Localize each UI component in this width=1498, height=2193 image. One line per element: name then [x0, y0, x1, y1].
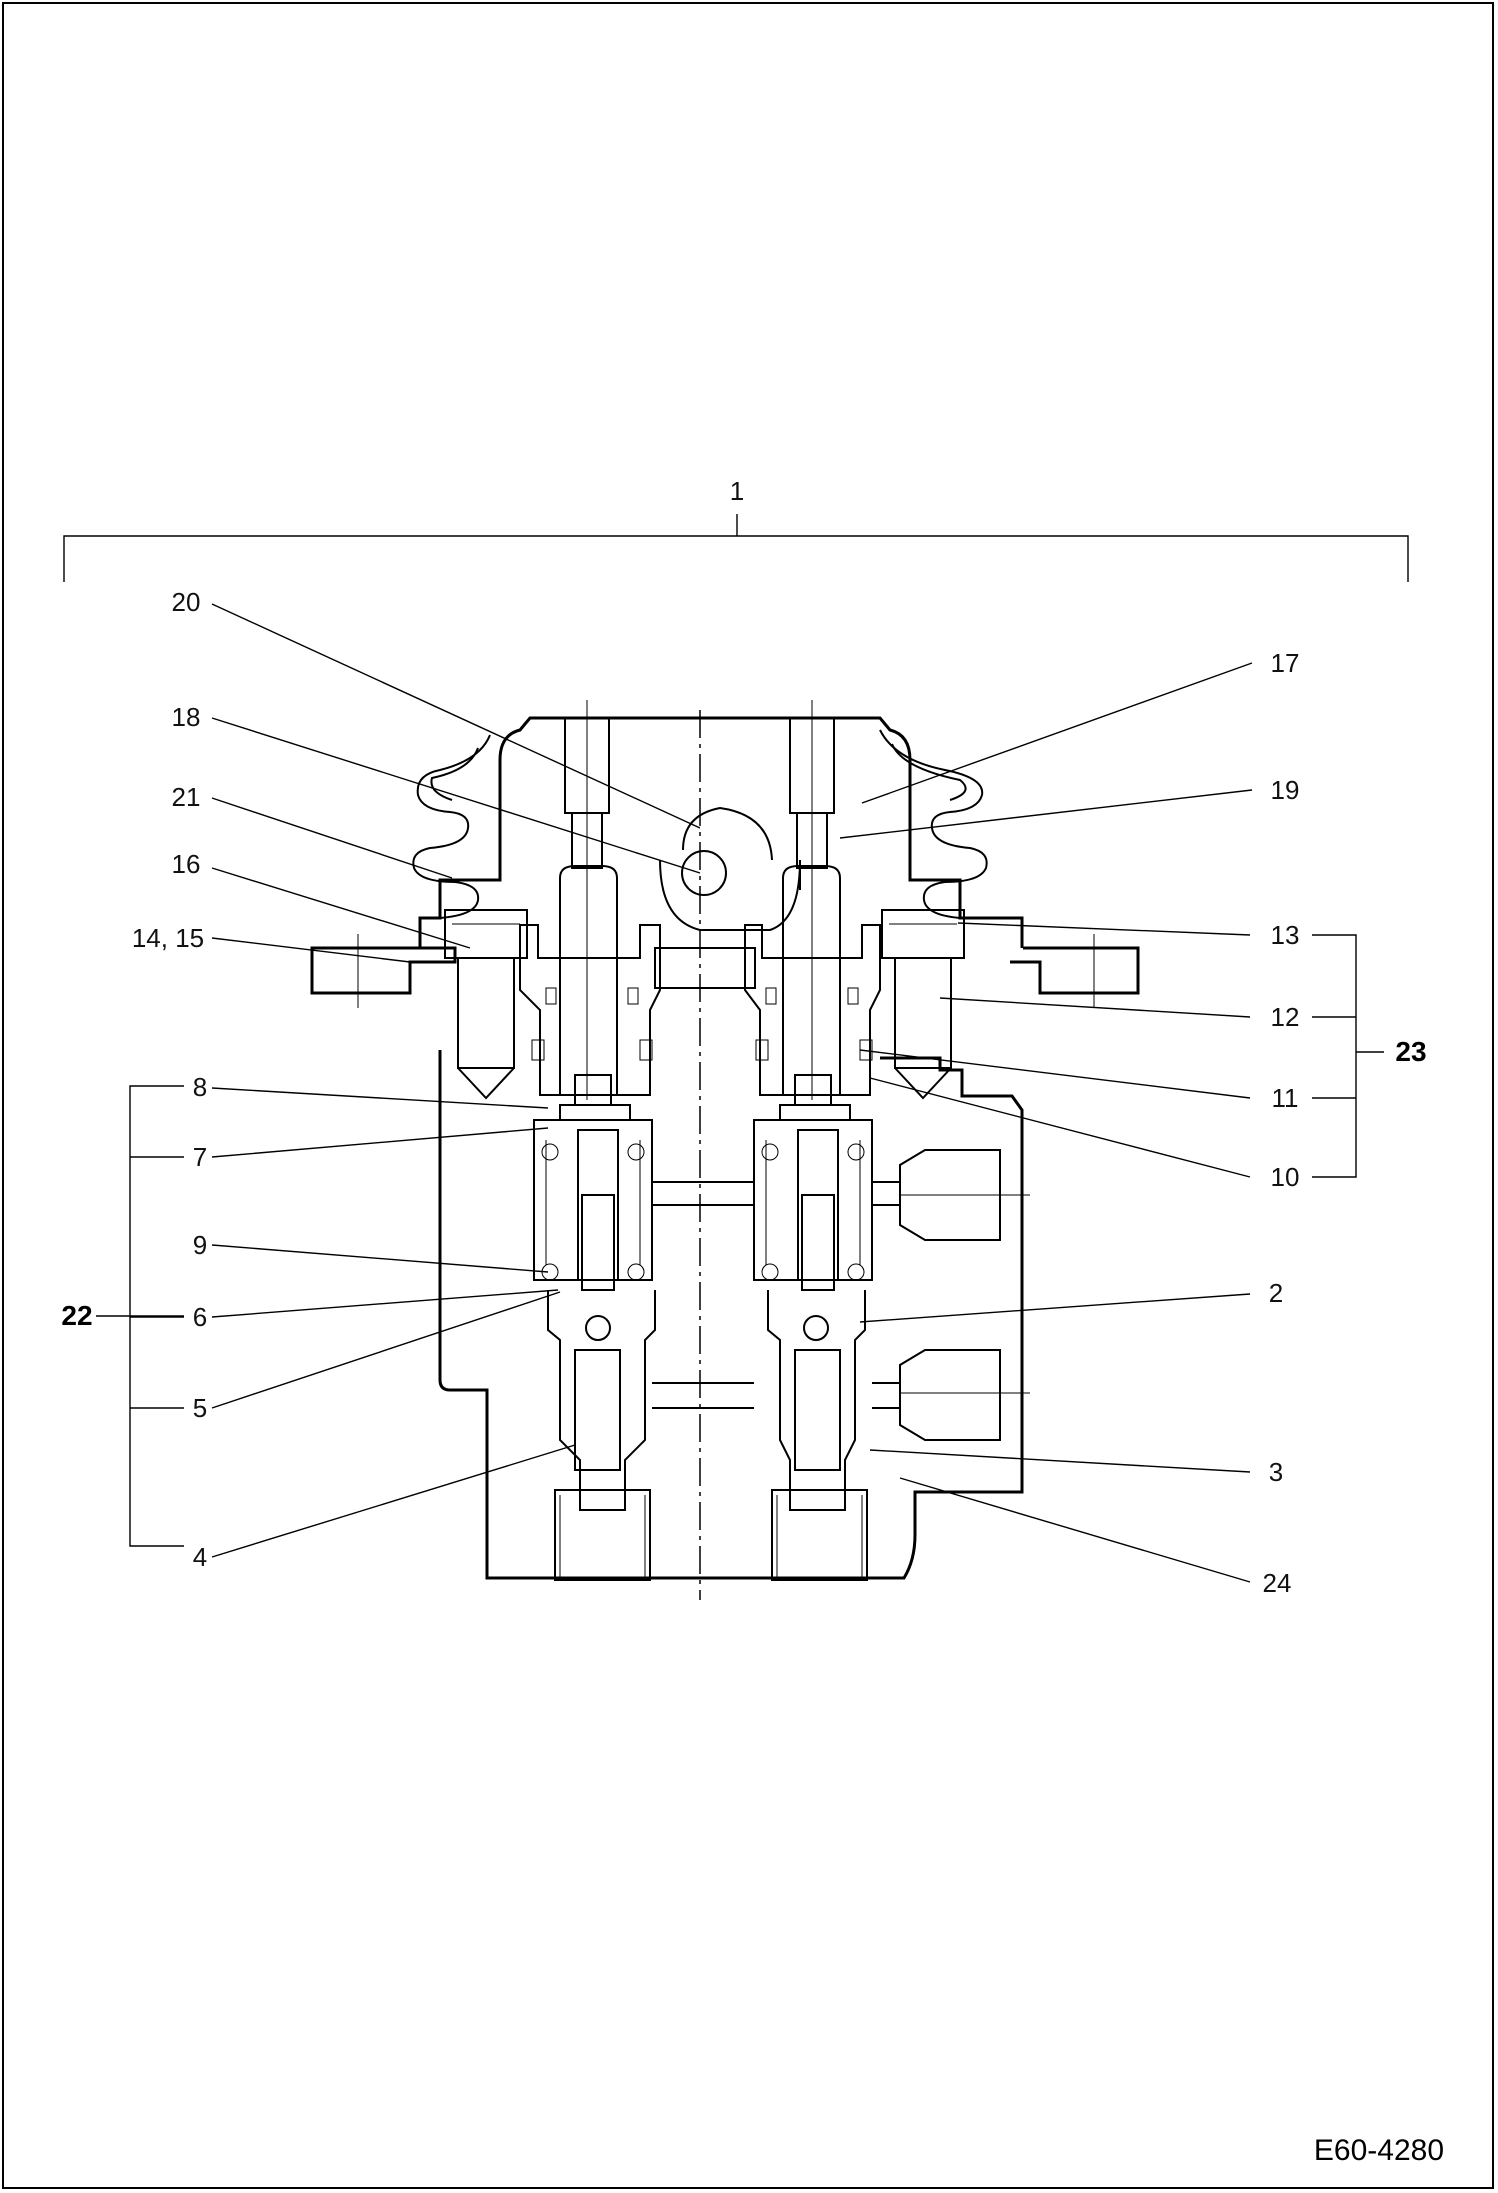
callout-1: 1: [730, 476, 744, 506]
group-label-23: 23: [1395, 1036, 1426, 1067]
callout-19: 19: [1271, 775, 1300, 805]
callout-16: 16: [172, 849, 201, 879]
callout-5: 5: [193, 1393, 207, 1423]
leader-lines: [211, 603, 1253, 1583]
plug-right: [881, 909, 965, 1100]
assembly-bracket: [63, 514, 1409, 582]
push-rod-left: [564, 700, 610, 1100]
callout-20: 20: [172, 587, 201, 617]
callout-12: 12: [1271, 1002, 1300, 1032]
callout-18: 18: [172, 702, 201, 732]
callout-24: 24: [1263, 1568, 1292, 1598]
callout-7: 7: [193, 1142, 207, 1172]
port-upper: [899, 1149, 1030, 1241]
drawing-code: E60-4280: [1314, 2134, 1444, 2167]
callout-6: 6: [193, 1302, 207, 1332]
callout-10: 10: [1271, 1162, 1300, 1192]
callout-11: 11: [1272, 1083, 1299, 1113]
push-rod-right: [789, 700, 835, 1100]
callout-2: 2: [1269, 1278, 1283, 1308]
callout-3: 3: [1269, 1457, 1283, 1487]
callout-labels: 1 2 3 4 5 6 7 8 9 10 11 12 13 14, 15 16 …: [61, 476, 1426, 1598]
callout-4: 4: [193, 1542, 207, 1572]
callout-21: 21: [172, 782, 201, 812]
spool-assembly-left: [533, 1074, 656, 1581]
callout-14-15: 14, 15: [132, 923, 204, 953]
valve-body: [310, 716, 1140, 1580]
group-label-22: 22: [61, 1300, 92, 1331]
group-bracket-22: [96, 1085, 184, 1547]
passages: [652, 1181, 900, 1409]
callout-13: 13: [1271, 920, 1300, 950]
plunger-left: [519, 865, 661, 1096]
callout-8: 8: [193, 1072, 207, 1102]
port-lower: [899, 1349, 1030, 1441]
spool-assembly-right: [753, 1074, 873, 1581]
boot-right: [879, 729, 988, 919]
boot-left: [412, 734, 491, 919]
callout-9: 9: [193, 1230, 207, 1260]
group-bracket-23: [1312, 934, 1384, 1178]
callout-17: 17: [1271, 648, 1300, 678]
plug-left: [444, 909, 528, 1100]
